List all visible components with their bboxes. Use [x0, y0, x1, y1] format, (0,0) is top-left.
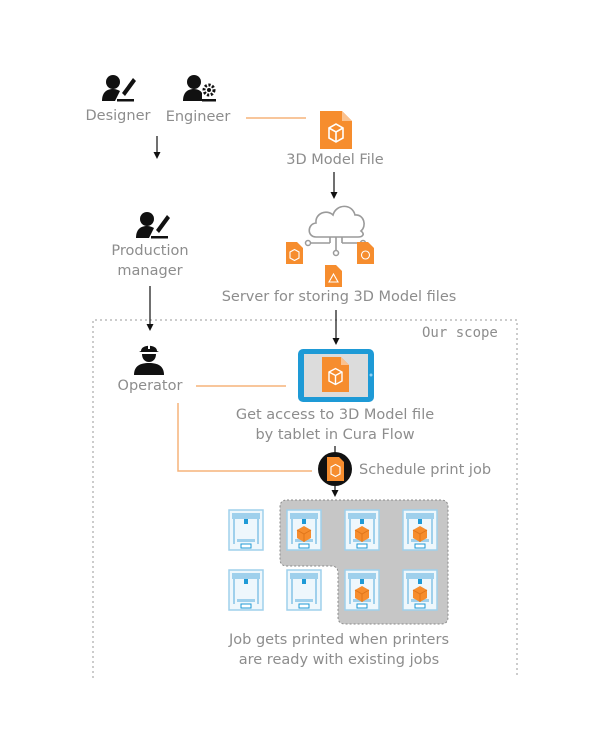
operator-icon [134, 343, 164, 375]
schedule-label: Schedule print job [359, 462, 492, 478]
cloud-server-icon [304, 205, 367, 257]
tablet-label-line1: Get access to 3D Model file [235, 407, 435, 423]
production-manager-label-line2: manager [117, 263, 183, 279]
designer-icon [102, 75, 136, 102]
arrow-server-to-tablet [332, 310, 340, 345]
engineer-label: Engineer [165, 109, 231, 125]
printer-busy-icon [286, 509, 322, 551]
printer-idle-icon [228, 569, 264, 611]
model-file-label: 3D Model File [286, 152, 384, 168]
printer-busy-icon [402, 569, 438, 611]
printers-label-line2: are ready with existing jobs [238, 652, 440, 668]
printer-busy-icon [344, 569, 380, 611]
server-file-left-icon [286, 242, 303, 264]
server-file-bottom-icon [325, 265, 342, 287]
arrow-manager-to-operator [146, 286, 154, 331]
designer-label: Designer [85, 108, 151, 124]
connector-operator-to-schedule [177, 403, 312, 472]
tablet-label-line2: by tablet in Cura Flow [255, 427, 415, 443]
tablet-icon [298, 349, 374, 402]
printer-idle-icon [228, 509, 264, 551]
printer-busy-icon [402, 509, 438, 551]
printer-idle-icon [286, 569, 322, 611]
scope-label: Our scope [422, 325, 498, 341]
operator-label: Operator [117, 378, 183, 394]
arrow-designer-to-manager [153, 136, 161, 159]
engineer-icon [183, 75, 216, 102]
printer-busy-icon [344, 509, 380, 551]
production-manager-label-line1: Production [111, 243, 189, 259]
printers-label-line1: Job gets printed when printers [228, 632, 449, 648]
schedule-job-icon [318, 446, 352, 497]
server-label: Server for storing 3D Model files [221, 289, 457, 305]
production-manager-icon [136, 212, 170, 239]
server-file-right-icon [357, 242, 374, 264]
scope-boundary [92, 319, 518, 678]
arrow-file-to-server [330, 172, 338, 199]
model-file-icon [320, 111, 352, 149]
printer-grid [228, 509, 438, 611]
